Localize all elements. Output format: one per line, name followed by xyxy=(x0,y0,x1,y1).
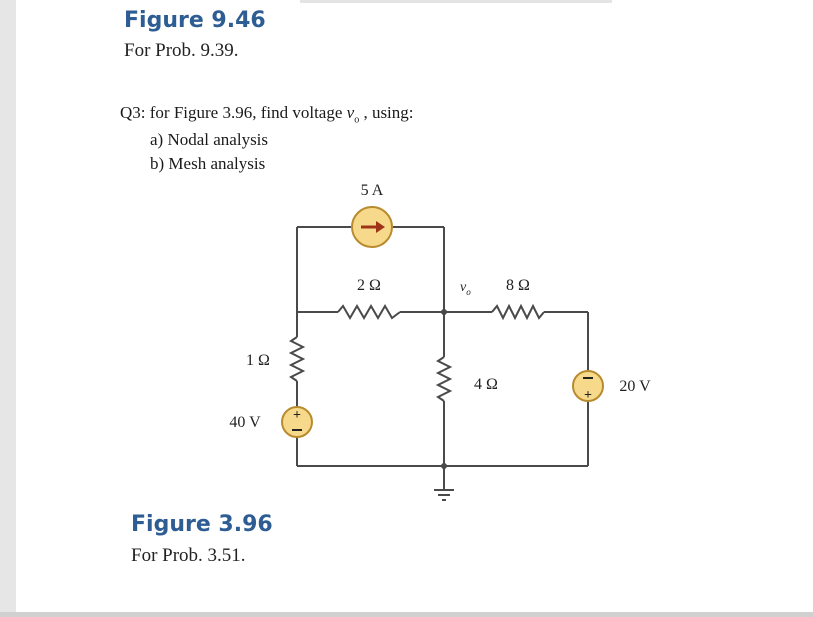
label-4-ohm: 4 Ω xyxy=(474,376,498,393)
question-item-a: a) Nodal analysis xyxy=(150,130,269,149)
figure-3-96-title: Figure 3.96 xyxy=(131,512,273,537)
label-2-ohm: 2 Ω xyxy=(357,277,381,294)
label-20v: 20 V xyxy=(619,378,651,395)
figure-9-46-title: Figure 9.46 xyxy=(124,8,266,33)
resistor-2-ohm xyxy=(337,304,401,320)
top-divider-line xyxy=(300,0,612,3)
svg-text:+: + xyxy=(293,408,301,423)
node-ground-dot xyxy=(441,463,447,469)
bottom-margin-bar xyxy=(0,612,813,617)
current-source-icon xyxy=(351,206,393,248)
label-vo-var: v xyxy=(460,280,467,295)
voltage-source-20v-icon: + xyxy=(572,370,604,403)
label-5a: 5 A xyxy=(361,182,384,199)
node-vo-dot xyxy=(441,309,447,315)
resistor-1-ohm xyxy=(288,336,306,382)
voltage-source-40v-icon: + xyxy=(281,406,313,438)
figure-3-96-caption: For Prob. 3.51. xyxy=(131,545,246,566)
label-1-ohm: 1 Ω xyxy=(246,352,270,369)
question-var: v xyxy=(346,103,355,122)
question-text: Q3: for Figure 3.96, find voltage xyxy=(120,103,343,122)
question-line: Q3: for Figure 3.96, find voltage vo , u… xyxy=(120,103,414,125)
question-var-sub: o xyxy=(354,114,360,126)
question-suffix: , using: xyxy=(363,103,414,122)
figure-9-46-caption: For Prob. 9.39. xyxy=(124,40,239,61)
label-vo-sub: o xyxy=(466,287,471,297)
left-margin-bar xyxy=(0,0,16,617)
label-vo: vo xyxy=(460,280,471,297)
svg-text:+: + xyxy=(584,388,592,403)
question-item-b: b) Mesh analysis xyxy=(150,154,266,173)
label-40v: 40 V xyxy=(229,414,261,431)
resistor-8-ohm xyxy=(491,303,545,321)
circuit-wires xyxy=(288,226,589,501)
resistor-4-ohm xyxy=(435,356,453,402)
label-8-ohm: 8 Ω xyxy=(506,277,530,294)
